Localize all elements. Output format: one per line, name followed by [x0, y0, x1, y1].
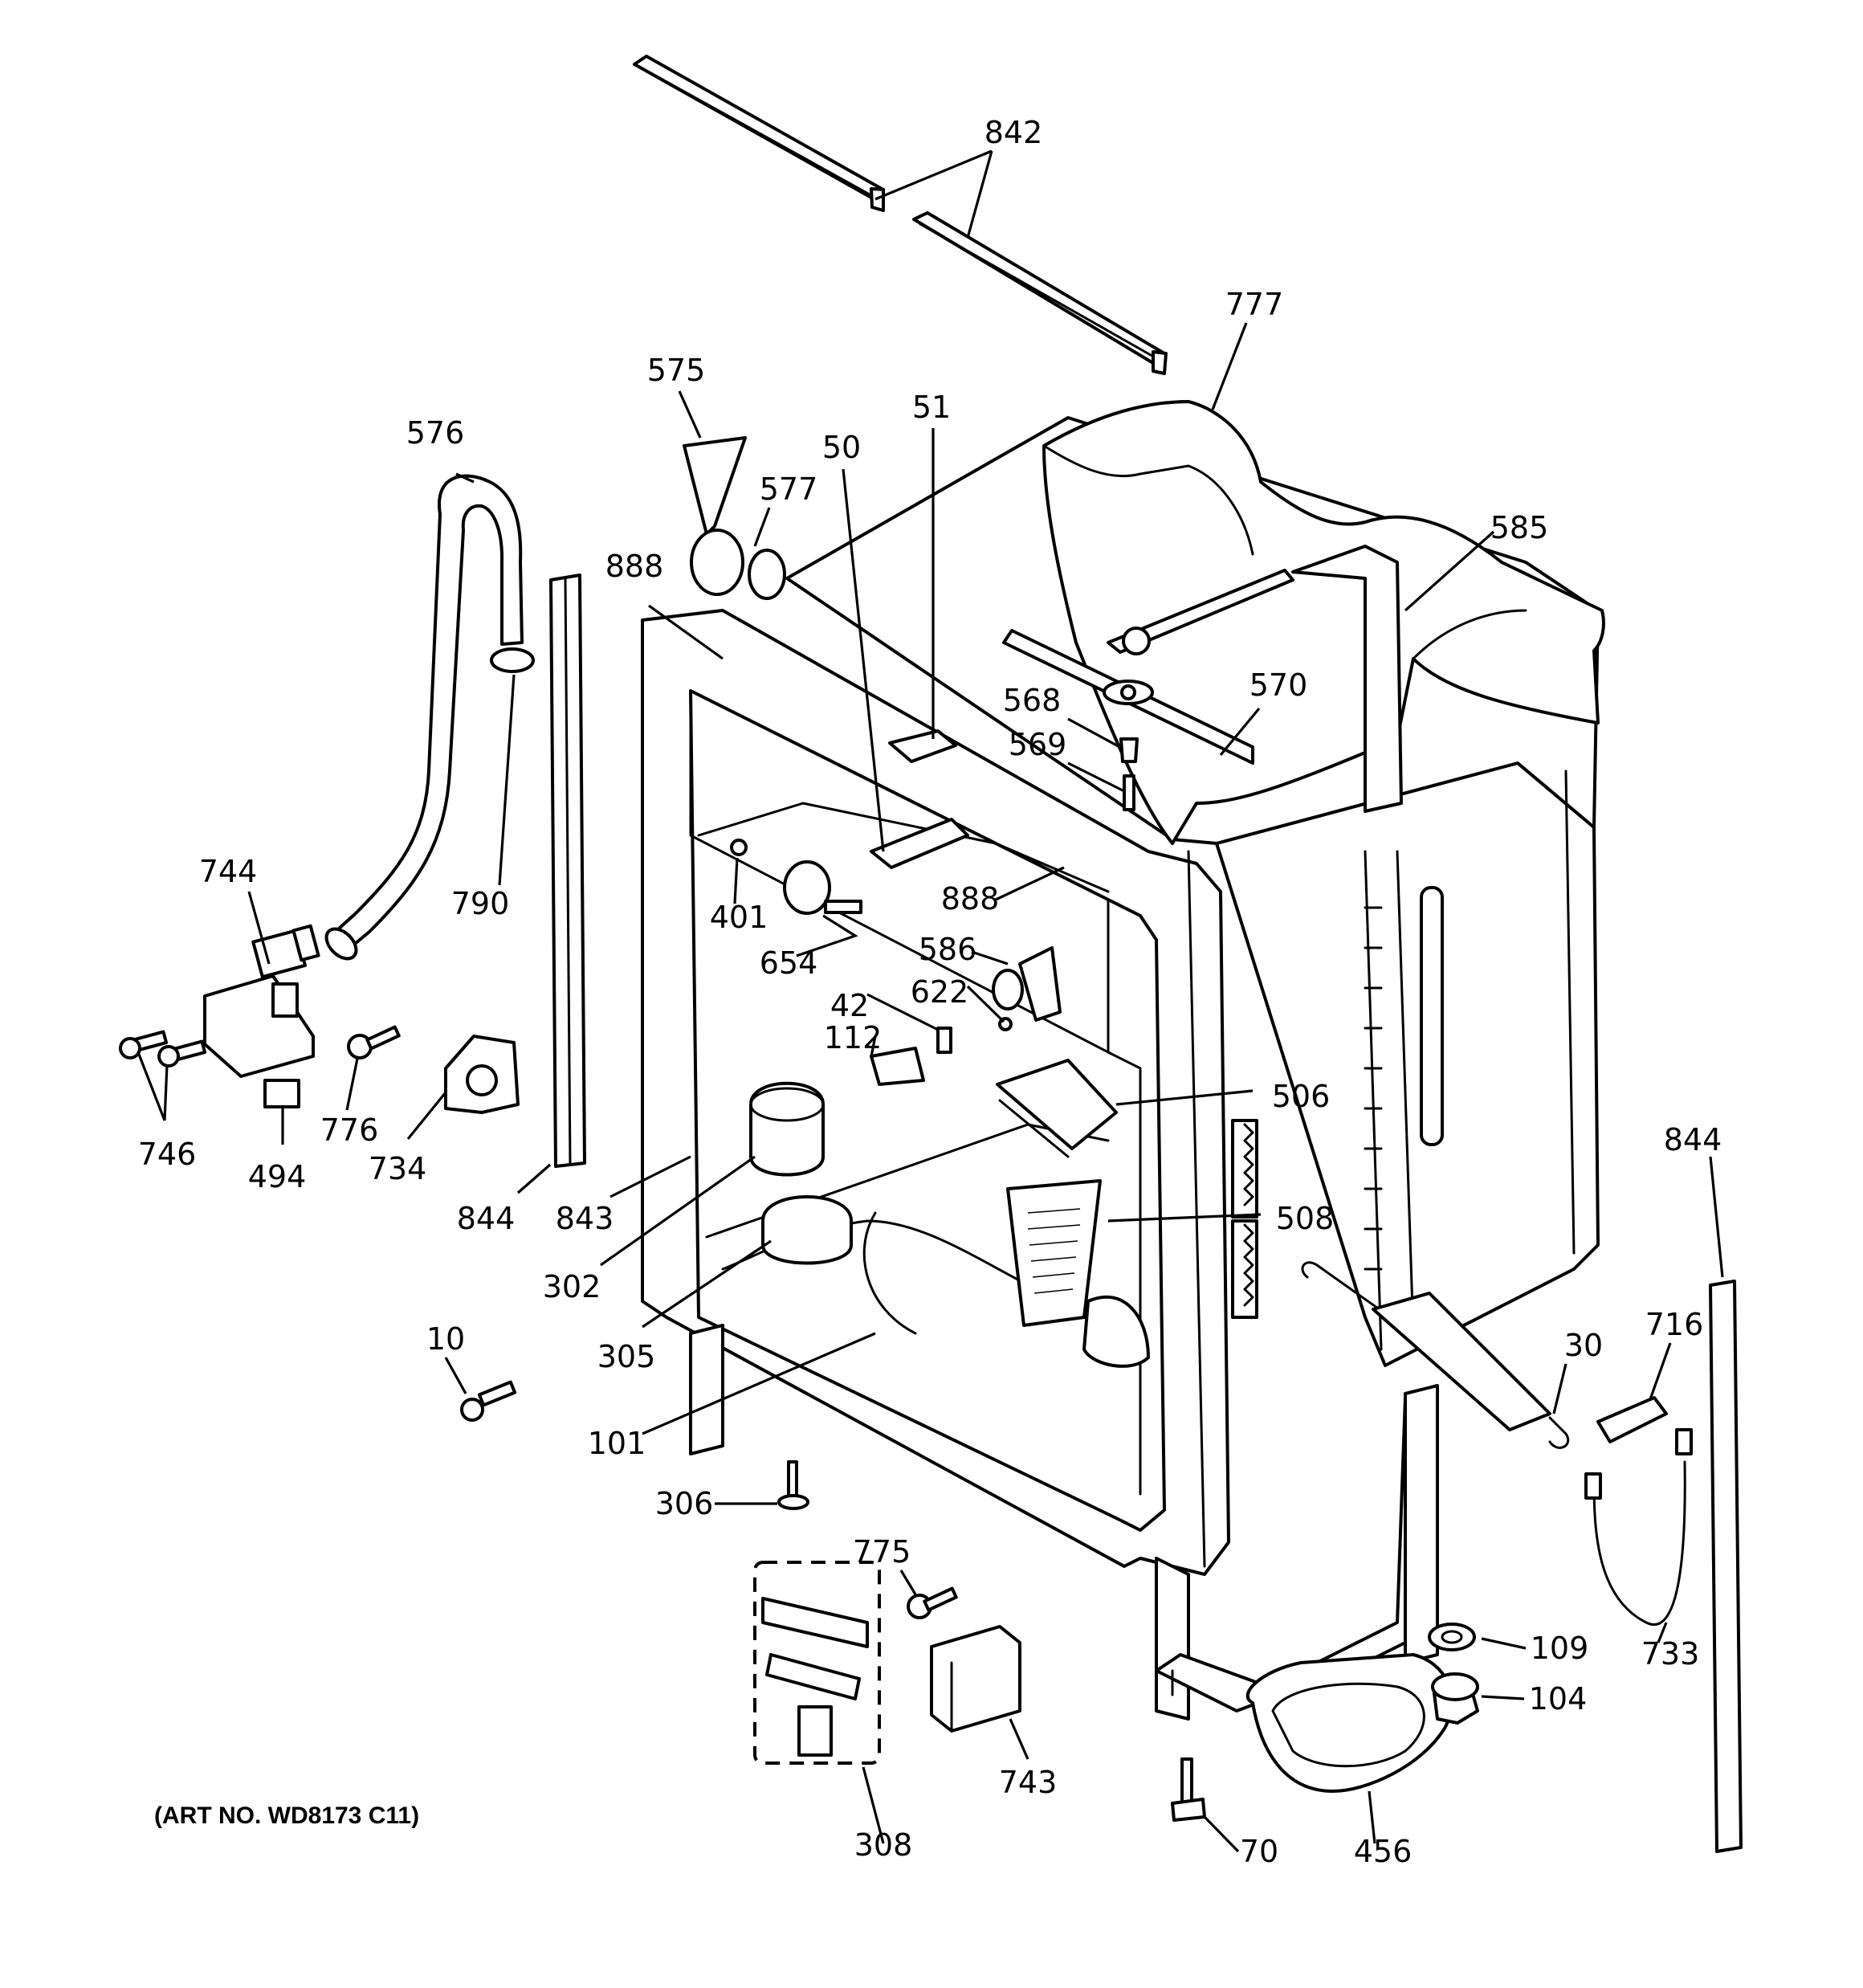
- drain-tube-101: [862, 1211, 917, 1335]
- callout-790: 790: [451, 886, 510, 921]
- screw-775: [907, 1586, 958, 1619]
- callout-306: 306: [655, 1486, 714, 1521]
- thermostat-306: [777, 1460, 809, 1510]
- upper-spray-arm-585: [1107, 545, 1403, 813]
- sump-gasket-456: [1245, 1653, 1453, 1793]
- callout-494: 494: [248, 1159, 307, 1194]
- inlet-valve-744: [203, 924, 320, 1078]
- callout-586: 586: [919, 932, 977, 967]
- terminal-block-308: [753, 1561, 881, 1765]
- art-number: (ART NO. WD8173 C11): [154, 1802, 419, 1829]
- screw-746: [119, 1030, 207, 1067]
- callout-842: 842: [984, 115, 1043, 150]
- callout-70: 70: [1240, 1834, 1278, 1869]
- bracket-50: [870, 818, 969, 869]
- heater-302: [749, 1081, 825, 1177]
- leveling-leg-70: [1171, 1757, 1206, 1822]
- fill-funnel-654: [783, 860, 862, 915]
- callout-labels: 842 777 575 51 50 577 576 888 585 570 56…: [138, 115, 1722, 1869]
- callout-734: 734: [369, 1151, 427, 1186]
- spray-arm-hub-568: [1119, 737, 1139, 763]
- detergent-dispenser-506: [996, 1059, 1118, 1158]
- clip-112: [870, 1047, 925, 1086]
- callout-506: 506: [1272, 1079, 1331, 1114]
- callout-777: 777: [1225, 287, 1284, 322]
- callout-308: 308: [854, 1827, 913, 1863]
- tub-assembly-777: [641, 400, 1605, 1721]
- junction-box-743: [930, 1625, 1021, 1733]
- callout-104: 104: [1529, 1681, 1588, 1717]
- callout-569: 569: [1009, 727, 1067, 762]
- callout-744: 744: [199, 854, 258, 889]
- leader-lines: [137, 149, 1724, 1853]
- callout-401: 401: [710, 900, 768, 935]
- callout-112: 112: [824, 1020, 883, 1055]
- door-gasket-strip-844-right: [1709, 1280, 1743, 1853]
- callout-843: 843: [556, 1201, 614, 1236]
- callout-716: 716: [1645, 1307, 1704, 1342]
- callout-888-mid: 888: [941, 881, 1000, 916]
- vent-575: [683, 436, 747, 536]
- callout-50: 50: [822, 430, 861, 465]
- callout-888-top: 888: [605, 549, 664, 584]
- door-stop-716: [1596, 1396, 1668, 1443]
- callout-776: 776: [320, 1112, 379, 1148]
- callout-743: 743: [999, 1765, 1058, 1800]
- callout-654: 654: [760, 945, 818, 981]
- callout-42: 42: [830, 988, 869, 1023]
- callout-746: 746: [138, 1137, 197, 1172]
- hose-clamp-790: [490, 647, 535, 673]
- callout-10: 10: [426, 1321, 465, 1357]
- callout-101: 101: [588, 1426, 646, 1461]
- callout-844-left: 844: [457, 1201, 516, 1236]
- screw-10: [460, 1380, 517, 1422]
- nut-109: [1428, 1623, 1476, 1651]
- bracket-51: [888, 729, 957, 763]
- grommet-401: [730, 839, 748, 856]
- callout-305: 305: [597, 1339, 656, 1374]
- door-latch-734: [444, 1035, 520, 1114]
- door-gasket-strip-844-left: [549, 574, 586, 1168]
- callout-302: 302: [543, 1269, 601, 1304]
- top-seal-strip-842: [633, 55, 1168, 375]
- callout-576: 576: [406, 415, 465, 451]
- callout-508: 508: [1276, 1201, 1335, 1236]
- clip-494: [263, 1079, 300, 1108]
- lower-spray-arm-570: [1002, 629, 1254, 765]
- door-spring-30: [1301, 1261, 1569, 1449]
- filter-assembly-508: [1006, 1179, 1150, 1368]
- ground-wire-733: [1584, 1428, 1693, 1626]
- callout-622: 622: [911, 974, 969, 1010]
- vent-gasket-577: [690, 529, 786, 600]
- callout-733: 733: [1641, 1636, 1700, 1672]
- callout-30: 30: [1564, 1328, 1603, 1363]
- float-305: [761, 1195, 853, 1265]
- drain-hose-576: [324, 474, 524, 961]
- spray-arm-screw-569: [1123, 774, 1135, 811]
- callout-456: 456: [1354, 1834, 1413, 1869]
- inlet-fitting-586: [992, 946, 1062, 1022]
- nut-104: [1431, 1672, 1479, 1725]
- callout-568: 568: [1003, 683, 1062, 718]
- callout-577: 577: [760, 471, 818, 507]
- callout-51: 51: [912, 390, 951, 425]
- callout-844-right: 844: [1664, 1122, 1722, 1157]
- screw-776: [347, 1025, 401, 1059]
- callout-109: 109: [1531, 1631, 1589, 1666]
- callout-585: 585: [1490, 510, 1549, 545]
- bolt-42: [936, 1027, 952, 1054]
- callout-775: 775: [853, 1534, 911, 1570]
- callout-570: 570: [1249, 667, 1308, 703]
- callout-575: 575: [647, 353, 706, 388]
